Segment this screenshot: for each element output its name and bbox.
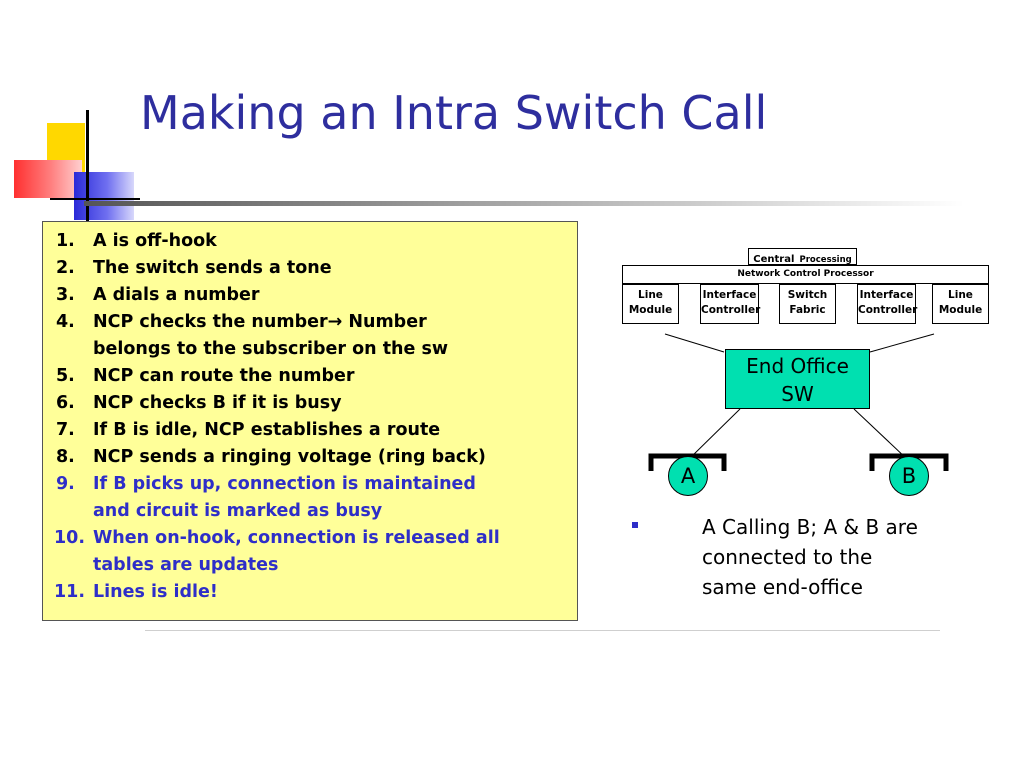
module-label: Line <box>638 289 663 301</box>
steps-box: 1. A is off-hook 2. The switch sends a t… <box>42 221 578 621</box>
module-label: Fabric <box>789 304 826 316</box>
step-text-continued: and circuit is marked as busy <box>93 501 383 521</box>
note-line: A Calling B; A & B are <box>702 515 918 539</box>
bullet-icon <box>632 522 638 528</box>
central-label: Central <box>753 254 795 265</box>
step-number: 3. <box>56 285 75 305</box>
module-label: Controller <box>701 304 761 316</box>
step-text: NCP sends a ringing voltage (ring back) <box>93 447 486 467</box>
step-text: NCP can route the number <box>93 366 355 386</box>
step-number: 10. <box>54 528 86 548</box>
step-text-continued: tables are updates <box>93 555 279 575</box>
phone-a: A <box>668 456 708 496</box>
logo-blue-square <box>74 172 134 220</box>
switch-fabric: Switch Fabric <box>779 284 836 324</box>
line-module-right: Line Module <box>932 284 989 324</box>
module-label: Controller <box>858 304 918 316</box>
step-text: A dials a number <box>93 285 260 305</box>
title-underline <box>84 201 964 206</box>
step-number: 9. <box>56 474 75 494</box>
step-number: 2. <box>56 258 75 278</box>
central-processing-box: Central Processing <box>748 248 857 265</box>
step-text: NCP checks the number→ Number <box>93 312 427 332</box>
interface-controller-right: Interface Controller <box>857 284 918 324</box>
bottom-divider <box>145 630 940 631</box>
note-line: connected to the <box>702 545 873 569</box>
step-number: 4. <box>56 312 75 332</box>
end-office-label: End Office <box>746 354 849 378</box>
connector-phone-a <box>687 408 741 461</box>
step-text: A is off-hook <box>93 231 217 251</box>
module-label: Interface <box>702 289 757 301</box>
step-number: 5. <box>56 366 75 386</box>
note-line: same end-office <box>702 575 863 599</box>
connector-left-module <box>664 333 725 353</box>
step-text: The switch sends a tone <box>93 258 332 278</box>
connector-right-module <box>869 333 935 353</box>
step-text: If B picks up, connection is maintained <box>93 474 476 494</box>
processing-label: Processing <box>799 255 852 265</box>
end-office-switch: End Office SW <box>725 349 870 409</box>
step-number: 1. <box>56 231 75 251</box>
step-text: Lines is idle! <box>93 582 218 602</box>
step-text: NCP checks B if it is busy <box>93 393 342 413</box>
logo-horizontal-line <box>50 198 140 200</box>
bullet-note: A Calling B; A & B are connected to the … <box>702 512 972 602</box>
step-number: 8. <box>56 447 75 467</box>
end-office-label: SW <box>781 382 814 406</box>
step-text: If B is idle, NCP establishes a route <box>93 420 441 440</box>
module-label: Module <box>628 304 673 316</box>
phone-b: B <box>889 456 929 496</box>
module-label: Line <box>948 289 973 301</box>
interface-controller-left: Interface Controller <box>700 284 761 324</box>
module-label: Interface <box>859 289 914 301</box>
slide-title: Making an Intra Switch Call <box>140 86 768 140</box>
step-text: When on-hook, connection is released all <box>93 528 500 548</box>
step-number: 7. <box>56 420 75 440</box>
ncp-bar: Network Control Processor <box>622 265 989 284</box>
logo-vertical-line <box>86 110 89 240</box>
logo-red-square <box>14 160 82 198</box>
line-module-left: Line Module <box>622 284 679 324</box>
step-number: 11. <box>54 582 86 602</box>
module-label: Module <box>938 304 983 316</box>
step-number: 6. <box>56 393 75 413</box>
module-label: Switch <box>787 289 828 301</box>
connector-phone-b <box>853 408 909 461</box>
step-text-continued: belongs to the subscriber on the sw <box>93 339 449 359</box>
